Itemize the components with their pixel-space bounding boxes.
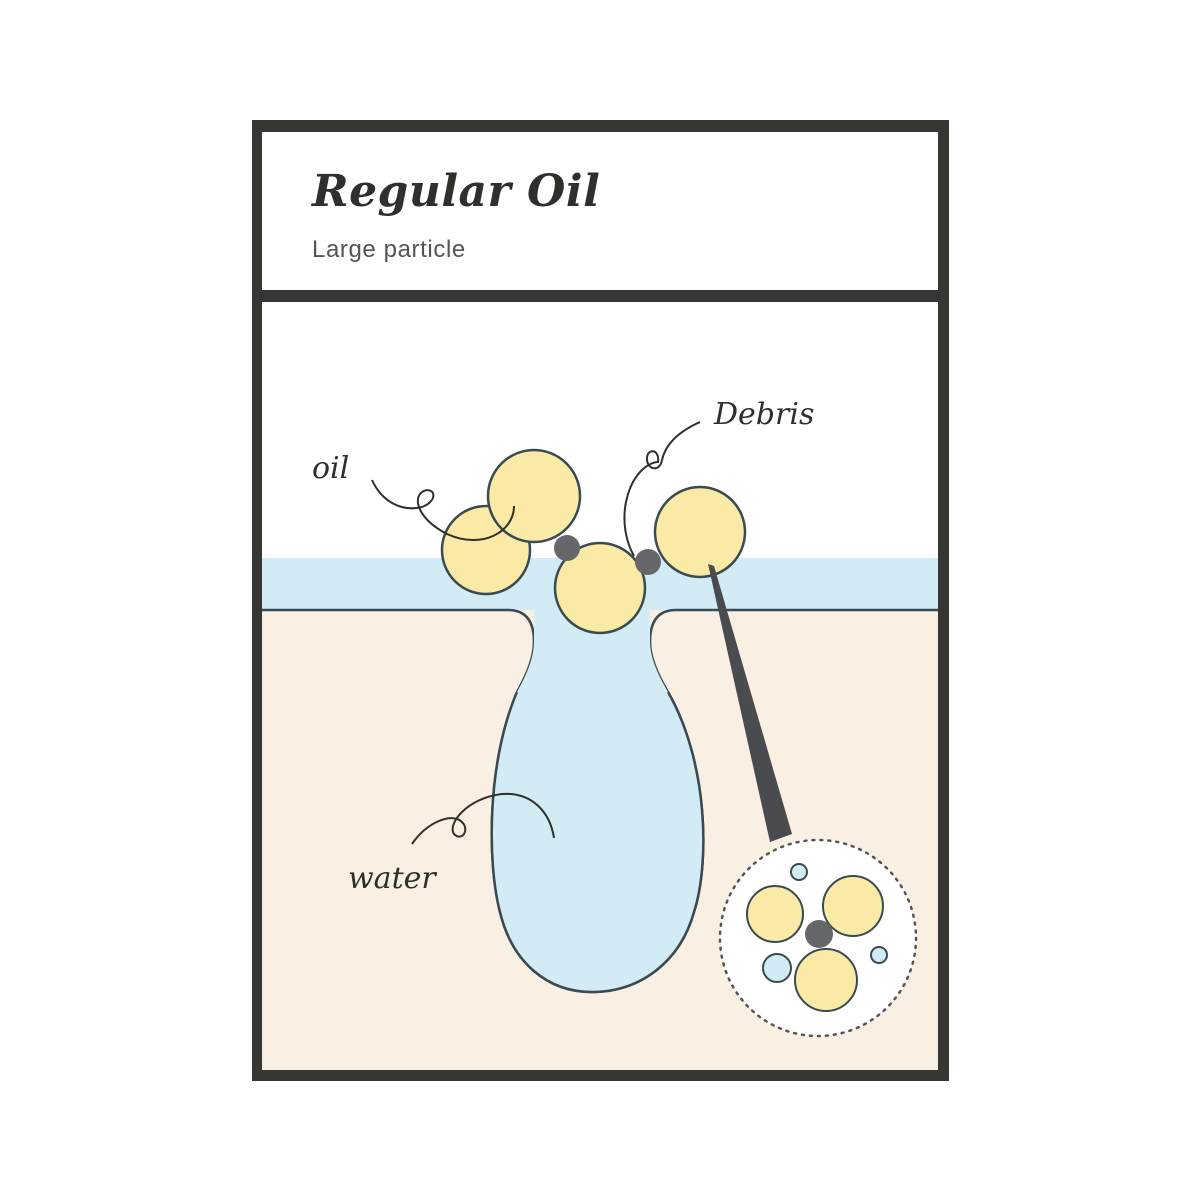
zoom-water-droplet	[870, 946, 888, 964]
oil-globule	[653, 485, 747, 579]
header-panel: Regular Oil Large particle	[262, 132, 938, 290]
diagram-panel: oil Debris water	[262, 302, 938, 1070]
page-subtitle: Large particle	[312, 236, 466, 263]
zoom-water-droplet	[790, 863, 808, 881]
debris-leader-line	[623, 421, 701, 557]
oil-globule	[486, 448, 582, 544]
oil-globule	[553, 541, 647, 635]
debris-particle	[635, 549, 661, 575]
debris-particle	[554, 535, 580, 561]
zoom-oil-globule	[822, 875, 884, 937]
zoom-oil-globule	[794, 948, 858, 1012]
zoom-water-droplet	[762, 953, 792, 983]
oil-leader-line	[371, 479, 515, 542]
zoom-oil-globule	[746, 885, 804, 943]
page-title: Regular Oil	[312, 166, 601, 217]
zoom-callout-wedge	[708, 564, 792, 842]
debris-label: Debris	[713, 397, 814, 432]
oil-label: oil	[312, 451, 349, 486]
water-label: water	[348, 861, 437, 896]
water-leader-line	[411, 792, 555, 845]
zoom-debris-particle	[805, 920, 833, 948]
pore-diagram: oil Debris water	[262, 397, 938, 1070]
droplet-fill	[491, 610, 704, 992]
